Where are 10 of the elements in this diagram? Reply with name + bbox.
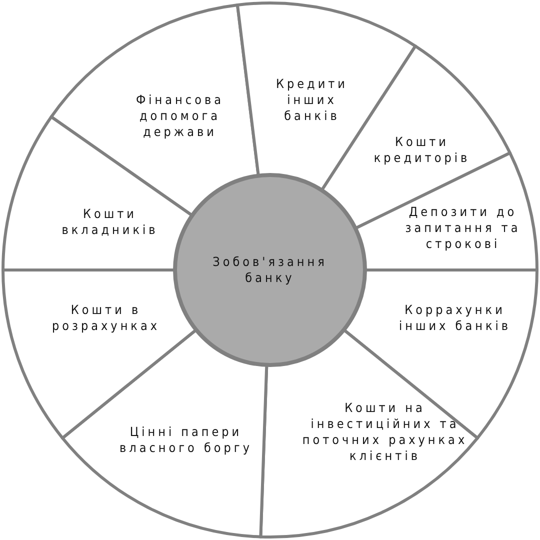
segment-label: Цінні папери власного боргу: [118, 424, 254, 456]
center-label: Зобов'язання банку: [212, 254, 328, 286]
segment-label: Депозити до запитання та строкові: [404, 204, 522, 252]
segment-label: Кредити інших банків: [275, 76, 349, 124]
segment-label: Кошти вкладників: [60, 206, 160, 238]
segment-label: Коррахунки інших банків: [398, 302, 512, 334]
segment-label: Кошти кредиторів: [372, 134, 472, 166]
segment-label: Кошти в розрахунках: [50, 302, 162, 334]
segment-label: Фінансова допомога держави: [135, 92, 225, 140]
segment-label: Кошти на інвестиційних та поточних рахунках клієнтів: [301, 400, 469, 464]
